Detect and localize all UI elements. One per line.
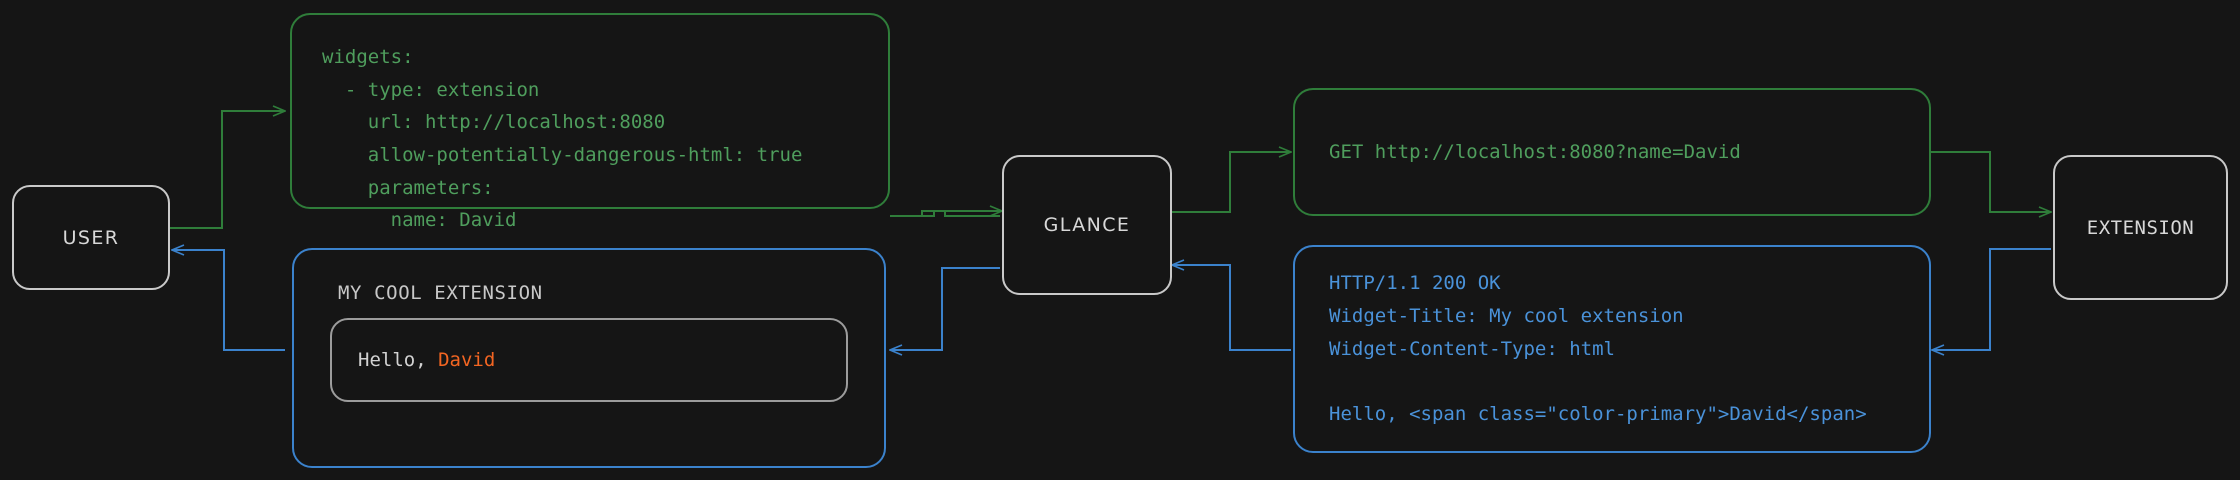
widget-greeting: Hello, David	[358, 349, 495, 371]
node-extension-label: EXTENSION	[2086, 216, 2195, 239]
node-user-label: USER	[62, 226, 120, 249]
edge-response-to-glance	[1172, 265, 1291, 351]
message-http-response: HTTP/1.1 200 OK Widget-Title: My cool ex…	[1293, 245, 1931, 453]
node-glance-label: GLANCE	[1043, 214, 1131, 236]
message-config-yaml: widgets: - type: extension url: http://l…	[290, 13, 890, 231]
edge-config-to-glance	[890, 210, 1000, 217]
edge-user-to-config	[170, 111, 285, 229]
message-widget-render: MY COOL EXTENSION Hello, David	[292, 248, 886, 468]
edge-glance-to-request	[1172, 152, 1291, 213]
edge-glance-to-widget	[890, 267, 1000, 350]
widget-title: MY COOL EXTENSION	[338, 282, 543, 304]
edge-config-to-glance-arrow	[890, 211, 1002, 217]
http-request-text: GET http://localhost:8080?name=David	[1329, 140, 1741, 163]
http-response-text: HTTP/1.1 200 OK Widget-Title: My cool ex…	[1329, 272, 1867, 426]
node-user[interactable]: USER	[12, 185, 170, 290]
edge-widget-to-user	[172, 250, 285, 351]
message-http-request: GET http://localhost:8080?name=David	[1293, 88, 1931, 216]
widget-greeting-prefix: Hello,	[358, 349, 439, 371]
config-yaml-text: widgets: - type: extension url: http://l…	[322, 46, 803, 232]
node-glance[interactable]: GLANCE	[1002, 155, 1172, 295]
widget-greeting-name: David	[438, 349, 496, 371]
edge-extension-to-response	[1932, 248, 2051, 350]
node-extension[interactable]: EXTENSION	[2053, 155, 2228, 300]
widget-content-card: Hello, David	[330, 318, 848, 402]
edge-request-to-extension	[1930, 151, 2051, 212]
